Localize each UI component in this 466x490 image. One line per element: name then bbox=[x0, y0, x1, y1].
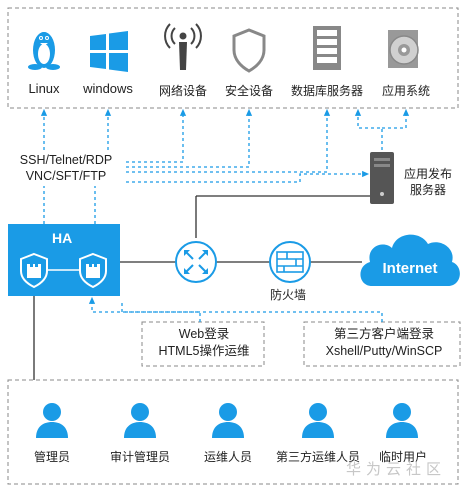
ha-node-left-icon bbox=[20, 252, 48, 289]
firewall-icon bbox=[269, 241, 311, 283]
ha-block bbox=[8, 224, 120, 296]
third-party-client-label: 第三方客户端登录 Xshell/Putty/WinSCP bbox=[306, 326, 462, 360]
network-links bbox=[33, 195, 370, 380]
web-login-box bbox=[141, 321, 265, 367]
app-publish-server-icon bbox=[370, 152, 394, 204]
target-systems-box bbox=[7, 7, 459, 109]
windows-logo-icon bbox=[90, 31, 128, 72]
ops-user-icon bbox=[212, 403, 244, 438]
web-login-line-2: HTML5操作运维 bbox=[158, 344, 250, 358]
database-server-icon bbox=[313, 26, 341, 70]
user-label-admin: 管理员 bbox=[33, 450, 70, 464]
web-login-label: Web登录 HTML5操作运维 bbox=[144, 326, 264, 360]
user-label-ops: 运维人员 bbox=[203, 450, 252, 464]
user-label-auditor: 审计管理员 bbox=[109, 450, 170, 464]
internet-label: Internet bbox=[382, 260, 438, 277]
admin-user-icon bbox=[36, 403, 68, 438]
security-shield-icon bbox=[232, 28, 266, 73]
temp-user-icon bbox=[386, 403, 418, 438]
target-label-linux: Linux bbox=[28, 81, 60, 96]
ha-title: HA bbox=[52, 230, 73, 246]
linux-penguin-icon bbox=[28, 32, 60, 70]
users-box bbox=[7, 379, 459, 485]
target-label-database: 数据库服务器 bbox=[290, 84, 363, 98]
application-disc-icon bbox=[388, 30, 419, 68]
third-party-line-2: Xshell/Putty/WinSCP bbox=[325, 344, 443, 358]
target-label-windows: windows bbox=[83, 81, 133, 96]
router-icon bbox=[175, 241, 217, 283]
protocol-line-1: SSH/Telnet/RDP bbox=[19, 153, 113, 167]
auditor-user-icon bbox=[124, 403, 156, 438]
watermark: 华为云社区 bbox=[346, 461, 447, 478]
firewall-label: 防火墙 bbox=[270, 288, 307, 302]
user-icons bbox=[36, 403, 418, 438]
protocol-label: SSH/Telnet/RDP VNC/SFT/FTP bbox=[6, 152, 126, 184]
internet-cloud-icon bbox=[360, 234, 460, 286]
user-label-third-party-ops: 第三方运维人员 bbox=[275, 450, 360, 464]
protocol-line-2: VNC/SFT/FTP bbox=[25, 169, 107, 183]
target-label-security: 安全设备 bbox=[224, 84, 273, 98]
access-arrows bbox=[40, 108, 410, 322]
target-label-app-system: 应用系统 bbox=[381, 84, 430, 98]
ha-node-right-icon bbox=[79, 252, 107, 289]
app-publish-line-1: 应用发布 bbox=[404, 167, 453, 181]
third-party-ops-user-icon bbox=[302, 403, 334, 438]
app-publish-server-label: 应用发布 服务器 bbox=[404, 166, 452, 198]
network-antenna-icon bbox=[164, 23, 202, 70]
user-label-temp: 临时用户 bbox=[378, 450, 427, 464]
target-label-network: 网络设备 bbox=[158, 84, 207, 98]
web-login-line-1: Web登录 bbox=[178, 327, 230, 341]
third-party-line-1: 第三方客户端登录 bbox=[333, 327, 434, 341]
app-publish-line-2: 服务器 bbox=[410, 183, 447, 197]
